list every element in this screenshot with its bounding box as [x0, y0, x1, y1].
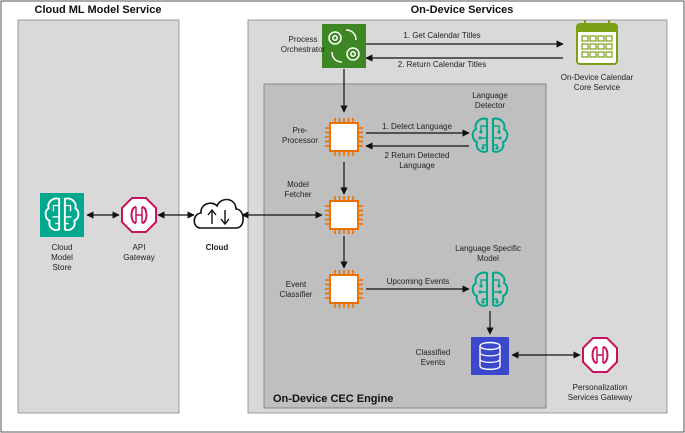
device-region-title: On-Device Services [411, 4, 514, 16]
event-classifier-label-1: Event [286, 280, 307, 289]
model-fetcher-label-2: Fetcher [284, 190, 311, 199]
edge-label-get-titles: 1. Get Calendar Titles [403, 31, 480, 40]
preprocessor-label-1: Pre- [292, 126, 307, 135]
preprocessor-label-2: Processor [282, 136, 318, 145]
orchestrator-label-2: Orchestrator [281, 45, 326, 54]
edge-label-return-titles: 2. Return Calendar Titles [398, 60, 487, 69]
engine-region-title: On-Device CEC Engine [273, 393, 393, 405]
model-fetcher-chip-icon [324, 195, 364, 235]
classified-events-label-1: Classified [416, 348, 451, 357]
language-model-label-2: Model [477, 254, 499, 263]
cloud-icon [193, 198, 244, 229]
edge-label-return-detected-2: Language [399, 161, 435, 170]
orchestrator-label-1: Process [289, 35, 318, 44]
database-icon [471, 337, 509, 375]
cloud-label: Cloud [206, 243, 229, 252]
cloud-store-label-3: Store [52, 263, 72, 272]
calendar-icon [576, 20, 618, 65]
calendar-label-1: On-Device Calendar [561, 73, 634, 82]
model-fetcher-label-1: Model [287, 180, 309, 189]
edge-label-upcoming-events: Upcoming Events [387, 277, 450, 286]
event-classifier-chip-icon [324, 269, 364, 309]
cloud-store-label-1: Cloud [52, 243, 73, 252]
personalization-label-1: Personalization [573, 383, 628, 392]
language-detector-label-1: Language [472, 91, 508, 100]
preprocessor-chip-icon [324, 117, 364, 157]
edges [86, 40, 581, 359]
personalization-label-2: Services Gateway [568, 393, 632, 402]
calendar-label-2: Core Service [574, 83, 621, 92]
api-gateway-label-1: API [133, 243, 146, 252]
cloud-store-label-2: Model [51, 253, 73, 262]
cloud-model-store-icon [40, 193, 84, 237]
process-orchestrator-icon [322, 24, 366, 68]
language-detector-label-2: Detector [475, 101, 506, 110]
edge-label-return-detected-1: 2 Return Detected [385, 151, 450, 160]
classified-events-label-2: Events [421, 358, 445, 367]
edge-label-detect-language: 1. Detect Language [382, 122, 452, 131]
language-model-label-1: Language Specific [455, 244, 521, 253]
cloud-region-title: Cloud ML Model Service [35, 4, 162, 16]
personalization-gateway-icon [582, 337, 618, 373]
event-classifier-label-2: Classifier [280, 290, 313, 299]
api-gateway-icon [121, 197, 157, 233]
api-gateway-label-2: Gateway [123, 253, 155, 262]
